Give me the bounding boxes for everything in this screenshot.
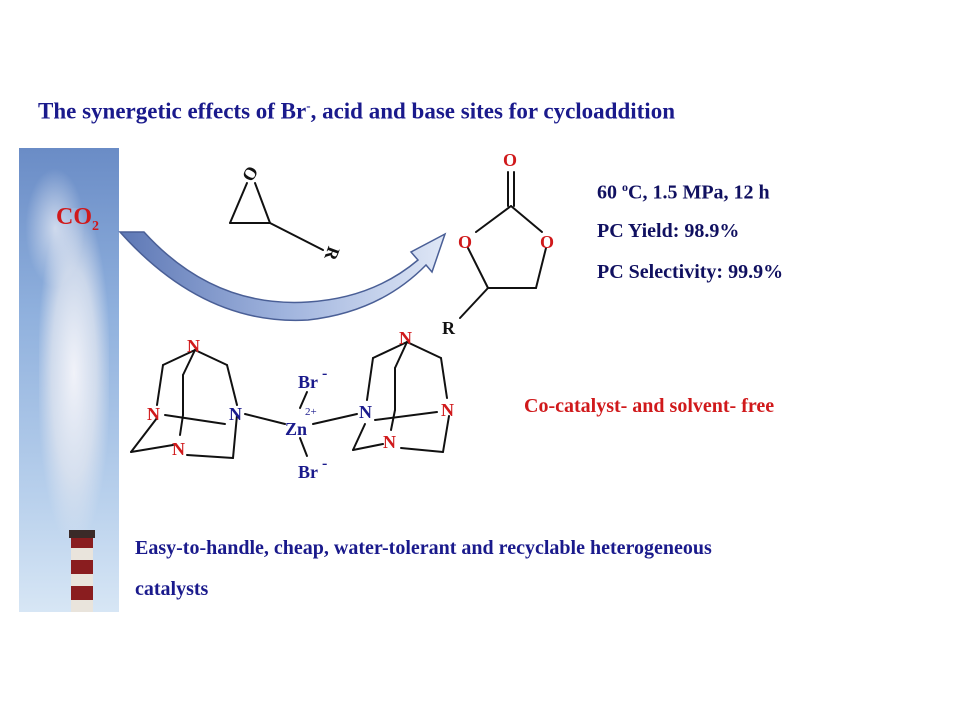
carbonate-oxygen-right: O — [540, 232, 554, 252]
zinc-hmta-complex: N N N N Zn 2+ Br - Br - N N N N — [130, 328, 454, 482]
diagram-title: The synergetic effects of Br-, acid and … — [38, 98, 675, 124]
condition-yield: PC Yield: 98.9% — [597, 220, 740, 242]
left-cage-n-coordinating: N — [229, 404, 242, 424]
right-cage-n2: N — [441, 400, 454, 420]
epoxide-r-group: R — [320, 244, 344, 264]
condition-temperature: 60 oC, 1.5 MPa, 12 h — [597, 180, 770, 204]
carbonate-oxygen-left: O — [458, 232, 472, 252]
right-cage-n-coordinating: N — [359, 402, 372, 422]
bromide-bottom-charge: - — [322, 455, 327, 472]
left-cage-n3: N — [172, 439, 185, 459]
catalyst-note-line1: Easy-to-handle, cheap, water-tolerant an… — [135, 537, 712, 559]
cyclic-carbonate-structure: O O O R — [442, 150, 554, 338]
reaction-arrow — [118, 231, 447, 322]
condition-selectivity: PC Selectivity: 99.9% — [597, 261, 784, 283]
bromide-top: Br — [298, 372, 318, 392]
bromide-top-charge: - — [322, 365, 327, 382]
co2-label: CO2 — [56, 204, 99, 234]
catalyst-note-line2: catalysts — [135, 578, 209, 600]
right-cage-n3: N — [383, 432, 396, 452]
carbonate-oxygen-top: O — [503, 150, 517, 170]
bromide-bottom: Br — [298, 462, 318, 482]
chimney-image — [19, 148, 119, 612]
left-cage-n2: N — [147, 404, 160, 424]
left-cage-n1: N — [187, 336, 200, 356]
epoxide-structure: O R — [229, 163, 344, 264]
cocatalyst-free-note: Co-catalyst- and solvent- free — [524, 395, 775, 417]
carbonate-r-group: R — [442, 318, 456, 338]
epoxide-oxygen: O — [238, 163, 262, 185]
right-cage-n1: N — [399, 328, 412, 348]
zinc-atom: Zn — [285, 419, 307, 439]
zinc-charge: 2+ — [305, 406, 317, 418]
